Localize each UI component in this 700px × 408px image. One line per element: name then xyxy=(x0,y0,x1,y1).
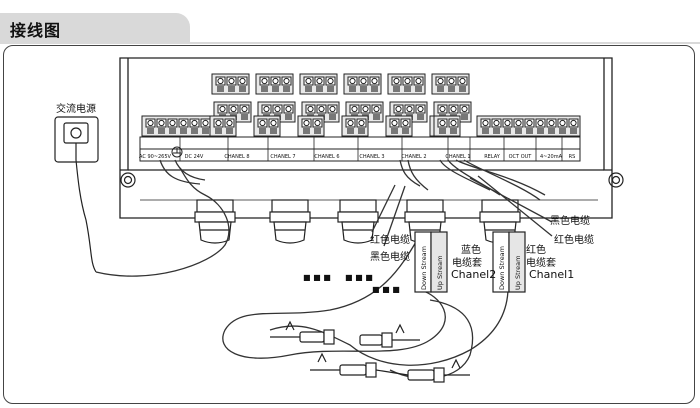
terminal-strip xyxy=(139,136,581,162)
terminal-label-11: RS xyxy=(569,154,576,160)
blue-sleeve-line1: 蓝色 xyxy=(461,243,481,256)
terminal-low-3 xyxy=(341,115,369,137)
terminal-label-1: DC 24V xyxy=(185,154,204,160)
terminal-low-4 xyxy=(385,115,413,137)
ac-power-label: 交流电源 xyxy=(56,102,96,115)
black-cable-left: 黑色电缆 xyxy=(370,250,410,263)
diagram-frame xyxy=(3,45,695,404)
terminal-top-5 xyxy=(431,73,470,95)
dots-2: ■ ■ ■ xyxy=(345,273,373,282)
ellipsis-dots: ■ ■ ■ ■ ■ ■ ■ ■ ■ xyxy=(303,273,400,294)
terminal-top-4 xyxy=(387,73,426,95)
terminal-io xyxy=(476,115,581,137)
terminal-label-4: CHANEL 6 xyxy=(314,154,339,160)
terminal-label-8: RELAY xyxy=(484,154,501,160)
black-cable-right: 黑色电缆 xyxy=(550,214,590,227)
cable-labels: 黑色电缆 红色电缆 红色电缆 黑色电缆 蓝色 电缆套 红色 电缆套 xyxy=(370,214,594,269)
terminal-low-0 xyxy=(209,115,237,137)
terminal-top-3 xyxy=(343,73,382,95)
ch1-up-stream: Up Stream xyxy=(514,256,522,290)
ch2-down-stream: Down Stream xyxy=(420,246,428,290)
red-sleeve-line2: 电缆套 xyxy=(526,256,556,269)
dots-3: ■ ■ ■ xyxy=(372,285,400,294)
terminal-power xyxy=(141,115,213,137)
chanel1-label: Chanel1 xyxy=(529,268,574,281)
terminal-low-2 xyxy=(297,115,325,137)
terminal-blocks xyxy=(141,73,581,137)
terminal-label-row: AC 90~265V DC 24V CHANEL 8 CHANEL 7 CHANEL 6… xyxy=(139,137,575,161)
dots-1: ■ ■ ■ xyxy=(303,273,331,282)
sleeve-labels: Down Stream Up Stream Down Stream Up Str… xyxy=(420,246,522,290)
ch2-up-stream: Up Stream xyxy=(436,256,444,290)
gland-2 xyxy=(269,199,311,244)
terminal-low-1 xyxy=(253,115,281,137)
red-cable-left: 红色电缆 xyxy=(370,233,410,246)
gland-3 xyxy=(337,199,379,244)
terminal-label-6: CHANEL 2 xyxy=(401,154,426,160)
terminal-label-10: 4~20mA xyxy=(540,154,563,160)
terminal-top-1 xyxy=(255,73,294,95)
red-cable-right: 红色电缆 xyxy=(554,233,594,246)
terminal-low-6 xyxy=(433,115,461,137)
terminal-top-0 xyxy=(211,73,250,95)
terminal-label-2: CHANEL 8 xyxy=(224,154,249,160)
terminal-label-5: CHANEL 3 xyxy=(359,154,384,160)
section-tab xyxy=(0,13,190,43)
transducers xyxy=(270,320,470,383)
ground-symbol xyxy=(171,146,183,158)
terminal-label-9: OCT OUT xyxy=(509,154,533,160)
terminal-label-0: AC 90~265V xyxy=(139,154,172,160)
cable-glands xyxy=(194,199,521,244)
blue-sleeve-line2: 电缆套 xyxy=(452,256,482,269)
red-sleeve-line1: 红色 xyxy=(526,243,546,256)
section-underline xyxy=(0,42,700,44)
terminal-label-7: CHANEL 1 xyxy=(445,154,470,160)
power-adapter xyxy=(54,116,99,273)
section-title: 接线图 xyxy=(10,21,62,40)
gland-power xyxy=(194,199,236,244)
mounting-holes xyxy=(120,172,624,188)
cable-sleeves xyxy=(414,231,526,293)
chanel2-label: Chanel2 xyxy=(451,268,496,281)
ch1-down-stream: Down Stream xyxy=(498,246,506,290)
terminal-top-2 xyxy=(299,73,338,95)
terminal-label-3: CHANEL 7 xyxy=(270,154,295,160)
